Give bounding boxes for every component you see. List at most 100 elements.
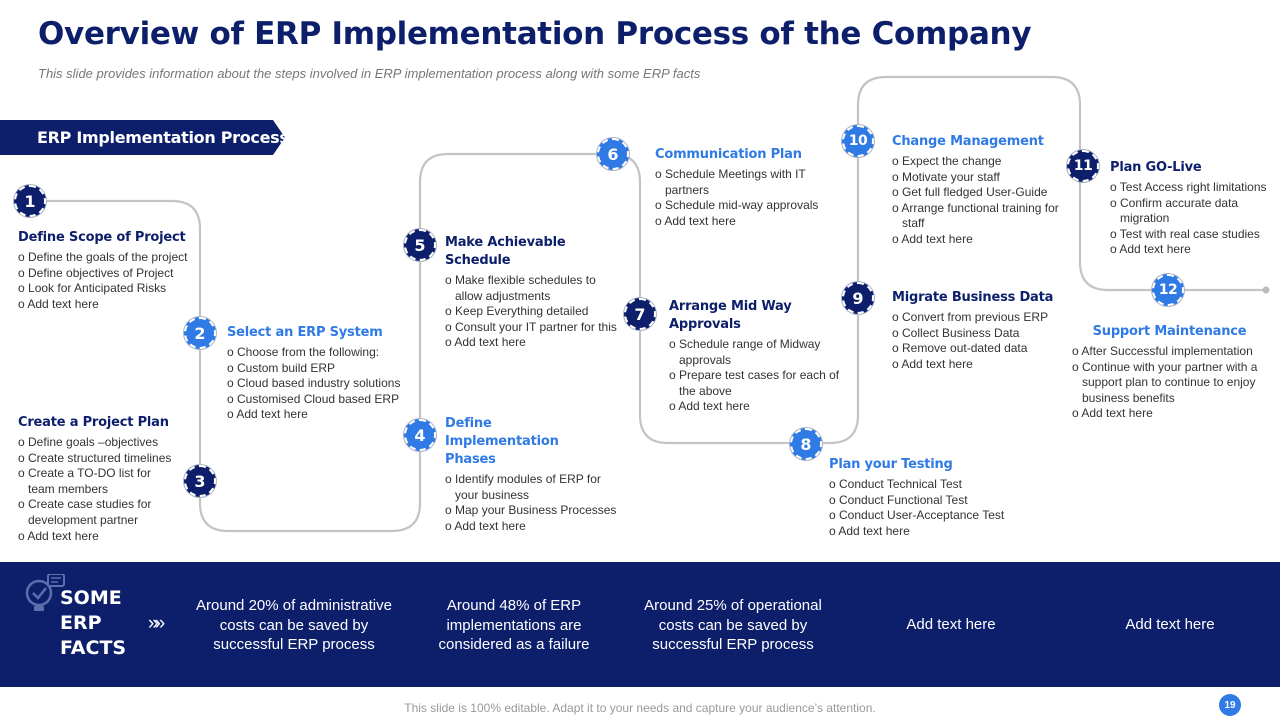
- step-8-node: 8: [790, 428, 822, 460]
- step-12-title: Support Maintenance: [1092, 324, 1247, 339]
- step-10-item: Get full fledged User-Guide: [892, 185, 1072, 201]
- step-12: Support Maintenance After Successful imp…: [1072, 323, 1267, 422]
- step-2-item: Cloud based industry solutions: [227, 376, 407, 392]
- page-subtitle: This slide provides information about th…: [38, 66, 701, 81]
- step-10-item: Motivate your staff: [892, 170, 1072, 186]
- step-2-item: Custom build ERP: [227, 361, 407, 377]
- step-1-title: Define Scope of Project: [18, 230, 186, 245]
- step-9-node: 9: [842, 282, 874, 314]
- facts-heading: SOME ERP FACTS: [60, 586, 126, 661]
- step-9-item: Convert from previous ERP: [892, 310, 1072, 326]
- step-8-item: Conduct User-Acceptance Test: [829, 508, 1029, 524]
- step-3-item: Create structured timelines: [18, 451, 183, 467]
- step-3-item: Create a TO-DO list for team members: [18, 466, 168, 497]
- step-10-item: Expect the change: [892, 154, 1072, 170]
- step-3-title: Create a Project Plan: [18, 415, 169, 430]
- step-2-title: Select an ERP System: [227, 325, 383, 340]
- step-12-item: Continue with your partner with a suppor…: [1072, 360, 1272, 407]
- step-11-node: 11: [1067, 150, 1099, 182]
- page-title: Overview of ERP Implementation Process o…: [38, 16, 1032, 52]
- facts-heading-line: SOME: [60, 587, 122, 609]
- step-5-item: Add text here: [445, 335, 630, 351]
- step-7-title: Arrange Mid Way Approvals: [669, 299, 792, 332]
- step-10-title: Change Management: [892, 134, 1044, 149]
- step-12-node: 12: [1152, 274, 1184, 306]
- section-banner: ERP Implementation Process: [0, 120, 285, 155]
- facts-heading-line: ERP: [60, 612, 102, 634]
- step-6-item: Add text here: [655, 214, 835, 230]
- step-12-item: After Successful implementation: [1072, 344, 1267, 360]
- step-4: Define Implementation Phases Identify mo…: [445, 415, 625, 534]
- step-12-item: Add text here: [1072, 406, 1267, 422]
- step-10-node: 10: [842, 125, 874, 157]
- step-1-node: 1: [14, 185, 46, 217]
- fact-item: Add text here: [906, 616, 996, 633]
- chevron-right-icon: »»: [148, 613, 165, 634]
- step-2-item: Customised Cloud based ERP: [227, 392, 407, 408]
- step-6: Communication Plan Schedule Meetings wit…: [655, 146, 835, 229]
- step-11-item: Confirm accurate data migration: [1110, 196, 1270, 227]
- step-6-item: Schedule mid-way approvals: [655, 198, 835, 214]
- fact-item: Around 48% of ERP implementations are co…: [438, 597, 590, 653]
- step-3-item: Define goals –objectives: [18, 435, 183, 451]
- step-5-item: Keep Everything detailed: [445, 304, 630, 320]
- step-10: Change Management Expect the change Moti…: [892, 133, 1072, 248]
- step-10-item: Add text here: [892, 232, 1072, 248]
- step-8-title: Plan your Testing: [829, 457, 953, 472]
- step-9-item: Remove out-dated data: [892, 341, 1072, 357]
- step-1-item: Look for Anticipated Risks: [18, 281, 198, 297]
- lightbulb-check-icon: [25, 574, 65, 611]
- step-11-item: Add text here: [1110, 242, 1278, 258]
- step-11: Plan GO-Live Test Access right limitatio…: [1110, 159, 1278, 258]
- step-8: Plan your Testing Conduct Technical Test…: [829, 456, 1029, 539]
- step-4-item: Map your Business Processes: [445, 503, 625, 519]
- step-5-node: 5: [404, 229, 436, 261]
- step-1-item: Define objectives of Project: [18, 266, 198, 282]
- step-6-node: 6: [597, 138, 629, 170]
- step-9-item: Collect Business Data: [892, 326, 1072, 342]
- step-6-item: Schedule Meetings with IT partners: [655, 167, 825, 198]
- step-3-item: Add text here: [18, 529, 183, 545]
- step-8-item: Conduct Functional Test: [829, 493, 1029, 509]
- step-11-item: Test Access right limitations: [1110, 180, 1278, 196]
- fact-item: Around 25% of operational costs can be s…: [644, 597, 822, 653]
- step-6-title: Communication Plan: [655, 147, 802, 162]
- erp-facts-band: SOME ERP FACTS »» Around 20% of administ…: [0, 562, 1280, 687]
- step-2-item: Choose from the following:: [227, 345, 407, 361]
- step-4-item: Identify modules of ERP for your busines…: [445, 472, 620, 503]
- step-5-title: Make Achievable Schedule: [445, 235, 566, 268]
- step-11-item: Test with real case studies: [1110, 227, 1278, 243]
- footer-note: This slide is 100% editable. Adapt it to…: [404, 701, 876, 715]
- step-3-item: Create case studies for development part…: [18, 497, 168, 528]
- step-5: Make Achievable Schedule Make flexible s…: [445, 234, 630, 351]
- step-9-item: Add text here: [892, 357, 1072, 373]
- step-8-item: Add text here: [829, 524, 1029, 540]
- step-3-node: 3: [184, 465, 216, 497]
- step-9: Migrate Business Data Convert from previ…: [892, 289, 1072, 372]
- step-9-title: Migrate Business Data: [892, 290, 1054, 305]
- fact-item: Around 20% of administrative costs can b…: [196, 597, 392, 653]
- step-7-item: Schedule range of Midway approvals: [669, 337, 839, 368]
- fact-item: Add text here: [1125, 616, 1215, 633]
- step-4-title: Define Implementation Phases: [445, 416, 559, 467]
- section-banner-label: ERP Implementation Process: [37, 128, 289, 147]
- step-2-node: 2: [184, 317, 216, 349]
- step-7-item: Add text here: [669, 399, 849, 415]
- path-end-dot: [1262, 286, 1270, 294]
- step-7-item: Prepare test cases for each of the above: [669, 368, 859, 399]
- facts-heading-line: FACTS: [60, 637, 127, 659]
- step-4-node: 4: [404, 419, 436, 451]
- step-11-title: Plan GO-Live: [1110, 160, 1202, 175]
- step-1-item: Define the goals of the project: [18, 250, 198, 266]
- step-2: Select an ERP System Choose from the fol…: [227, 324, 407, 423]
- step-7: Arrange Mid Way Approvals Schedule range…: [669, 298, 849, 415]
- step-4-item: Add text here: [445, 519, 625, 535]
- step-2-item: Add text here: [227, 407, 407, 423]
- step-8-item: Conduct Technical Test: [829, 477, 1029, 493]
- step-3: Create a Project Plan Define goals –obje…: [18, 414, 183, 544]
- step-10-item: Arrange functional training for staff: [892, 201, 1067, 232]
- step-1-item: Add text here: [18, 297, 198, 313]
- step-5-item: Make flexible schedules to allow adjustm…: [445, 273, 620, 304]
- step-5-item: Consult your IT partner for this: [445, 320, 630, 336]
- page-number: 19: [1219, 694, 1241, 716]
